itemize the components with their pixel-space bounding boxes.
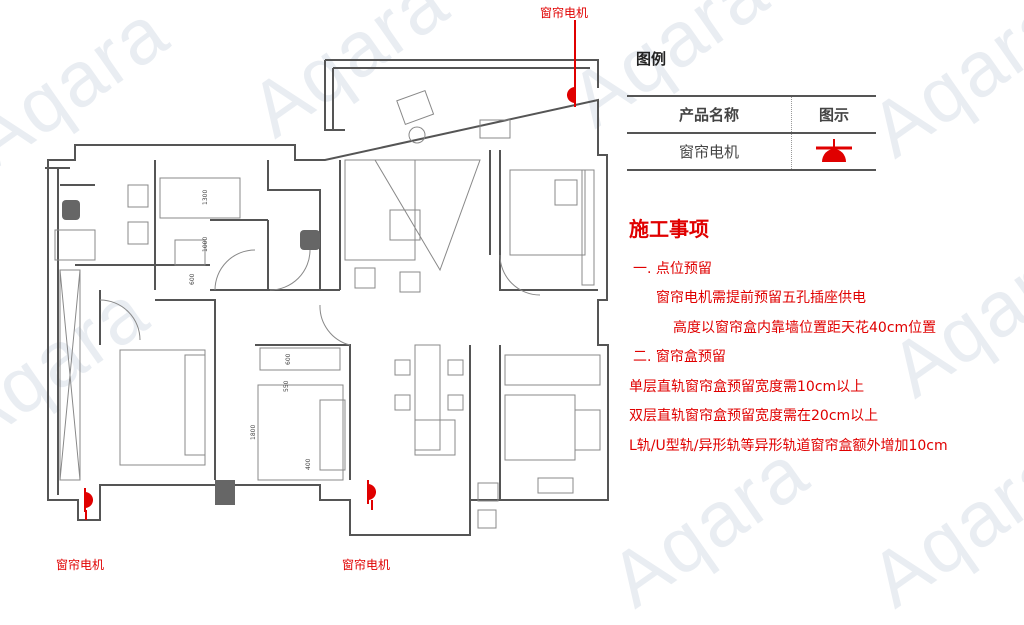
floor-plan: 1300 1000 600 600 550 1800 400 xyxy=(45,20,609,536)
notes-line: 单层直轨窗帘盒预留宽度需10cm以上 xyxy=(629,378,865,395)
motor-label-top: 窗帘电机 xyxy=(540,6,589,20)
notes-title: 施工事项 xyxy=(629,217,709,241)
dimension-label: 1300 xyxy=(202,190,209,205)
dimension-label: 600 xyxy=(189,273,196,285)
curtain-motor-icon xyxy=(567,83,576,107)
motor-label-bottom-left: 窗帘电机 xyxy=(56,558,105,572)
legend-item-name: 窗帘电机 xyxy=(627,132,792,171)
curtain-motor-icon xyxy=(816,138,852,162)
curtain-motor-icon xyxy=(84,488,93,512)
construction-notes: 施工事项 一. 点位预留 窗帘电机需提前预留五孔插座供电 高度以窗帘盒内靠墙位置… xyxy=(629,215,948,461)
notes-line: 高度以窗帘盒内靠墙位置距天花40cm位置 xyxy=(673,319,937,336)
notes-line: 一. 点位预留 xyxy=(633,260,712,277)
dimension-label: 1000 xyxy=(202,237,209,252)
legend-table: 产品名称 图示 窗帘电机 xyxy=(627,95,876,171)
legend-header-icon: 图示 xyxy=(791,95,876,134)
dimension-label: 1800 xyxy=(250,425,257,440)
notes-line: 二. 窗帘盒预留 xyxy=(633,349,726,365)
legend-header-name: 产品名称 xyxy=(627,95,792,134)
legend-title: 图例 xyxy=(636,50,667,68)
notes-line: 双层直轨窗帘盒预留宽度需在20cm以上 xyxy=(629,408,879,424)
dimension-label: 550 xyxy=(283,380,290,392)
dimension-label: 600 xyxy=(285,353,292,365)
legend-item-symbol xyxy=(791,132,876,171)
notes-line: L轨/U型轨/异形轨等异形轨道窗帘盒额外增加10cm xyxy=(629,437,948,454)
dimension-label: 400 xyxy=(305,458,312,470)
curtain-motor-icon xyxy=(367,480,376,504)
motor-label-bottom-center: 窗帘电机 xyxy=(342,558,391,572)
notes-line: 窗帘电机需提前预留五孔插座供电 xyxy=(656,290,866,306)
